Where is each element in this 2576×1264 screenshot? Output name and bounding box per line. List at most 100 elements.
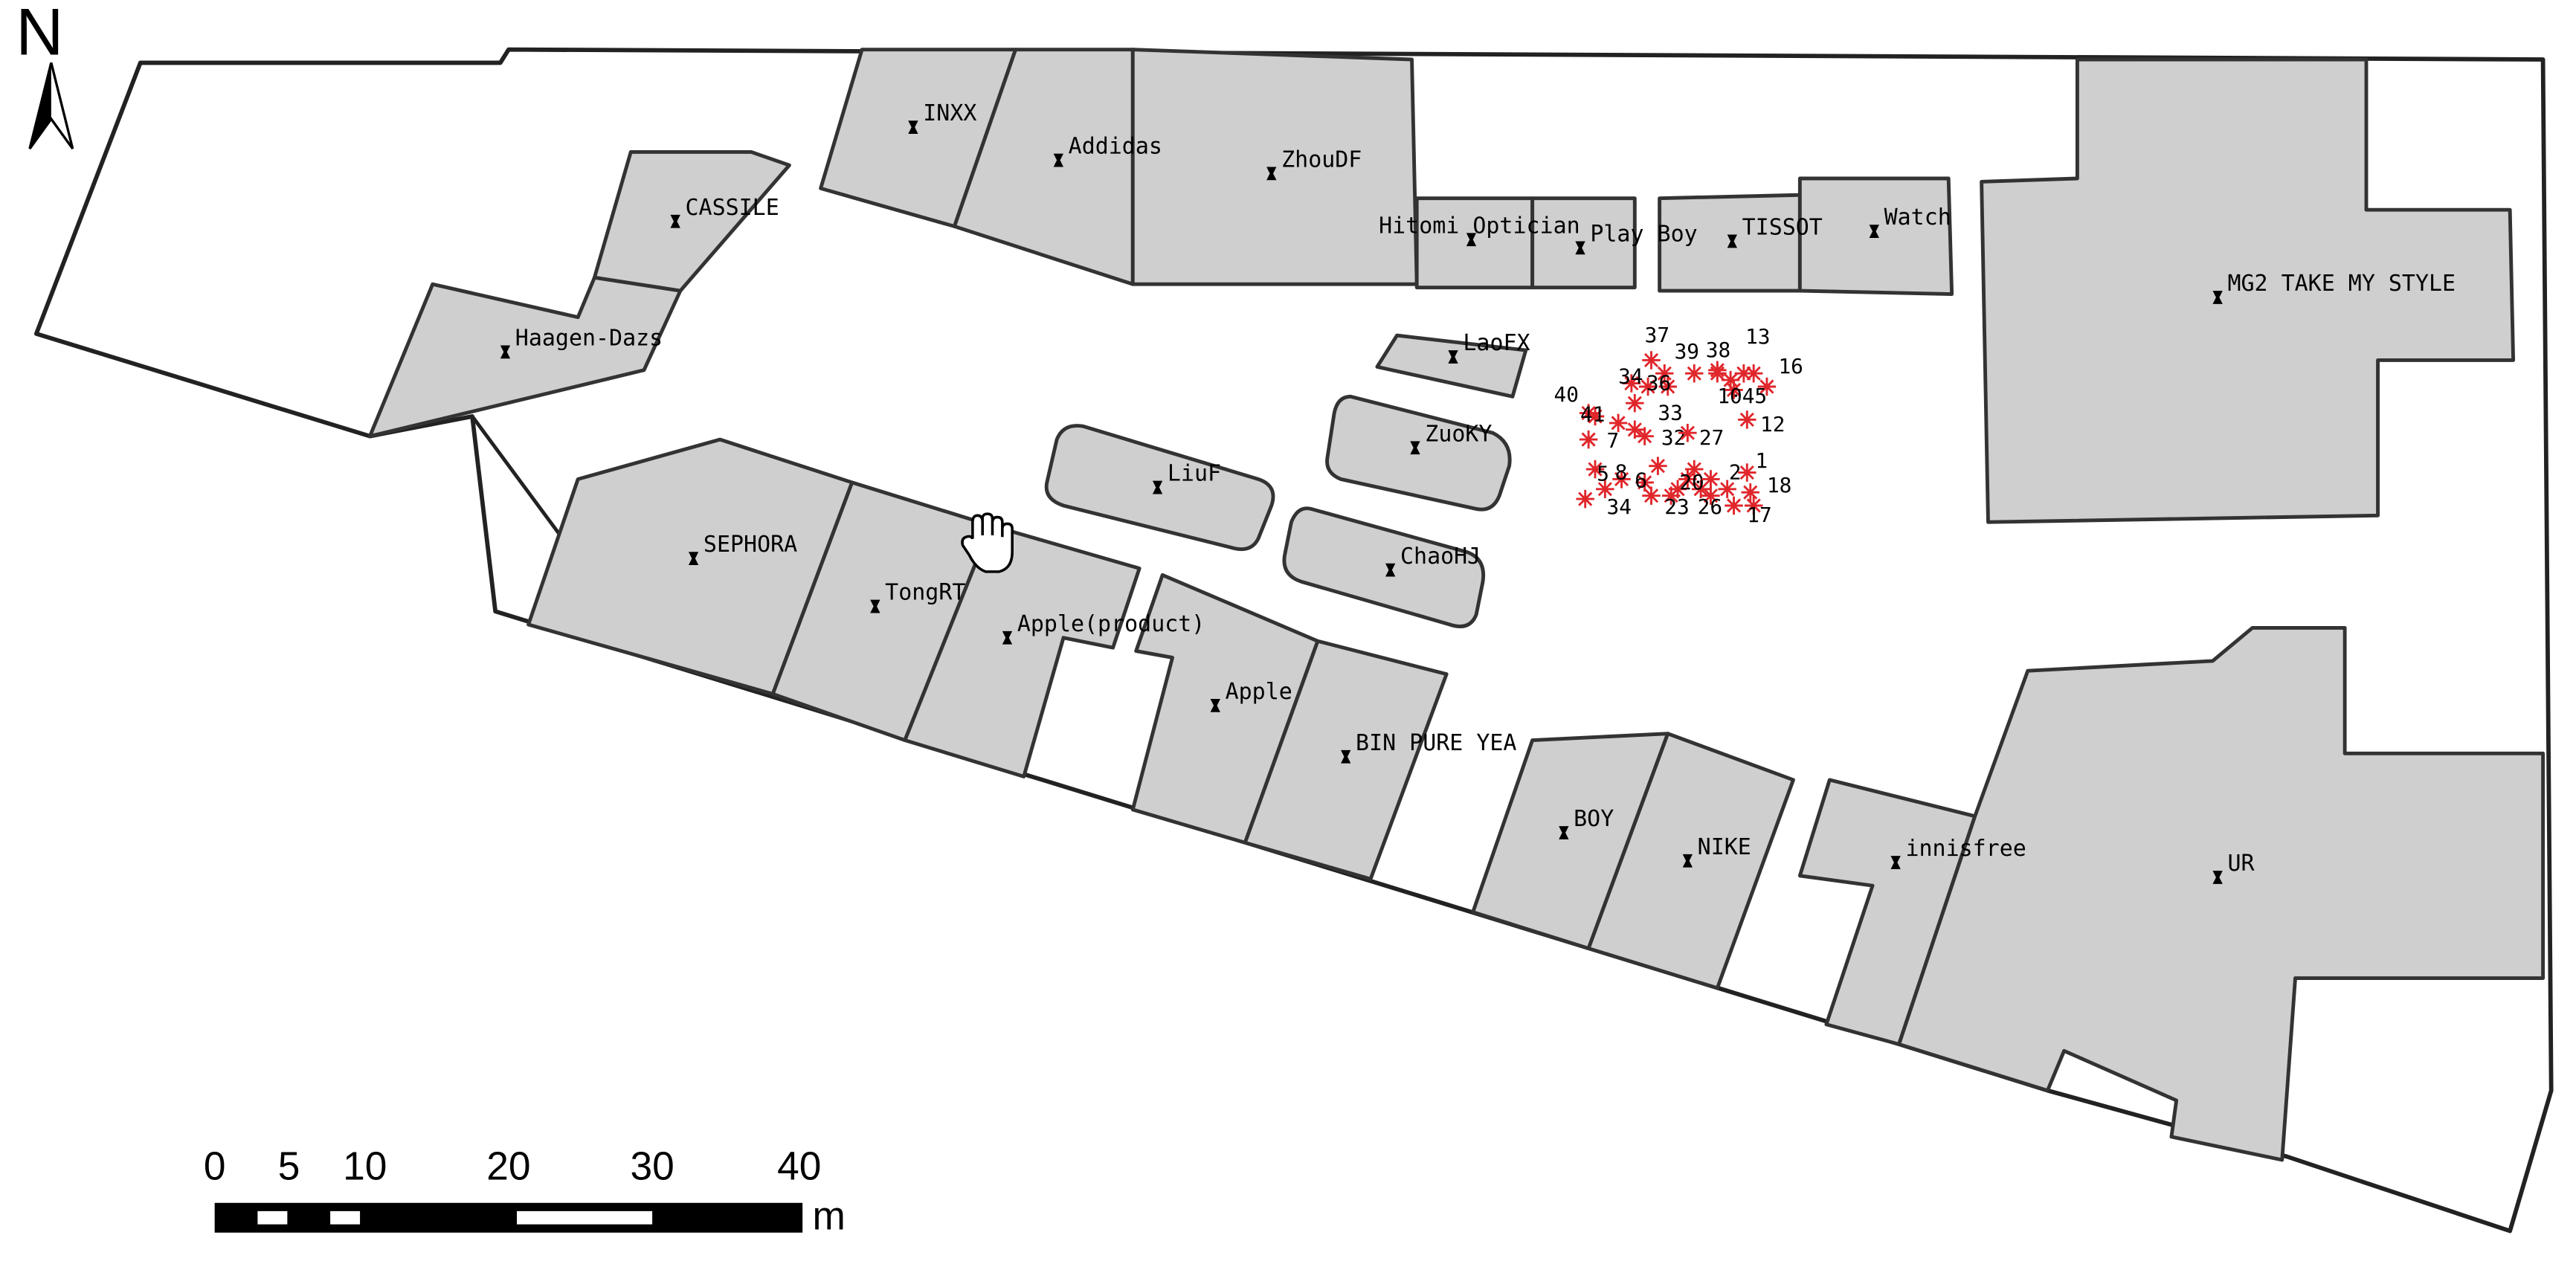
chaohj-label: ChaoHJ xyxy=(1400,544,1481,570)
sample-point-label: 27 xyxy=(1699,425,1724,450)
sample-point-marker xyxy=(1576,489,1594,509)
sample-point-marker xyxy=(1585,460,1605,479)
sample-point-label: 18 xyxy=(1767,473,1791,497)
sample-point-label: 37 xyxy=(1645,323,1669,347)
sephora-label: SEPHORA xyxy=(703,532,797,558)
sample-point-marker xyxy=(1685,364,1704,383)
scale-tick-label: 10 xyxy=(343,1145,387,1189)
sample-point-marker xyxy=(1661,486,1681,505)
shop-liuf[interactable] xyxy=(1044,424,1275,552)
sample-point-marker xyxy=(1678,470,1697,488)
sample-point-marker xyxy=(1626,420,1644,439)
tissot-pin-icon xyxy=(1727,234,1737,248)
sample-point-marker xyxy=(1678,424,1697,442)
ur-label: UR xyxy=(2227,851,2255,877)
binpure-pin-icon xyxy=(1341,749,1351,764)
scale-bar-seg-2 xyxy=(330,1210,361,1225)
mg2-label: MG2 TAKE MY STYLE xyxy=(2227,271,2456,297)
north-arrow: N xyxy=(16,0,74,149)
sample-point-label: 8 xyxy=(1615,460,1628,484)
sample-point-marker xyxy=(1612,470,1631,488)
sample-point-marker xyxy=(1642,351,1661,370)
north-label: N xyxy=(16,0,63,68)
sample-point-marker xyxy=(1718,480,1736,498)
shop-chaohj[interactable] xyxy=(1282,506,1486,628)
binpure-label: BIN PURE YEA xyxy=(1356,730,1516,756)
watch-label: Watch xyxy=(1884,204,1951,230)
sample-point-label: 36 xyxy=(1646,370,1671,395)
scale-unit: m xyxy=(812,1194,845,1238)
shop-ur[interactable] xyxy=(1897,626,2546,1162)
ur-pin-icon xyxy=(2212,871,2223,884)
hand-cursor-icon xyxy=(961,512,1014,573)
sample-point-marker xyxy=(1757,377,1777,396)
chaohj-pin-icon xyxy=(1385,563,1396,577)
tissot-label: TISSOT xyxy=(1742,215,1823,241)
scale-tick-label: 20 xyxy=(486,1145,530,1189)
sample-point-label: 38 xyxy=(1706,338,1730,362)
sephora-pin-icon xyxy=(688,552,699,565)
inxx-pin-icon xyxy=(908,120,918,134)
sample-point-marker xyxy=(1725,496,1743,515)
sample-point-label: 7 xyxy=(1607,428,1620,453)
hitomi-pin-icon xyxy=(1466,233,1477,247)
outline-connector-line xyxy=(471,415,563,538)
appleproduct-label: Apple(product) xyxy=(1017,611,1205,637)
innisfree-pin-icon xyxy=(1890,856,1901,869)
sample-point-label: 33 xyxy=(1658,400,1682,425)
zuoky-pin-icon xyxy=(1410,441,1420,455)
liuf-pin-icon xyxy=(1152,480,1163,494)
sample-point-label: 5 xyxy=(1597,462,1609,486)
sample-point-label: 2 xyxy=(1729,460,1742,484)
laofx-label: LaoFX xyxy=(1463,330,1530,356)
sample-point-label: 16 xyxy=(1778,354,1803,378)
apple-pin-icon xyxy=(1210,699,1220,712)
sample-point-marker xyxy=(1655,364,1674,383)
innisfree-label: innisfree xyxy=(1905,836,2026,862)
sample-point-marker xyxy=(1744,496,1763,515)
boy-label: BOY xyxy=(1574,806,1614,832)
cassile-label: CASSILE xyxy=(686,195,779,221)
sample-point-marker xyxy=(1701,486,1720,505)
shop-nike[interactable] xyxy=(1586,732,1795,990)
scale-tick-label: 5 xyxy=(278,1145,300,1189)
sample-point-marker xyxy=(1626,394,1644,413)
tongrt-label: TongRT xyxy=(885,580,965,606)
sample-point-marker xyxy=(1579,430,1598,449)
apple-label: Apple xyxy=(1226,679,1292,705)
shop-haagen[interactable] xyxy=(367,275,683,439)
shop-mg2[interactable] xyxy=(1980,57,2516,524)
sample-point-marker xyxy=(1585,407,1605,426)
playboy-label: Play Boy xyxy=(1590,221,1697,247)
shop-laofx[interactable] xyxy=(1375,333,1528,399)
cassile-pin-icon xyxy=(670,214,680,228)
hitomi-label: Hitomi Optician xyxy=(1379,213,1580,239)
sample-point-label: 1 xyxy=(1755,448,1768,473)
haagen-pin-icon xyxy=(500,345,511,359)
sample-point-marker xyxy=(1738,410,1756,429)
sample-point-marker xyxy=(1685,460,1704,479)
sample-point-label: 41 xyxy=(1580,402,1605,427)
sample-point-label: 23 xyxy=(1664,494,1689,519)
sample-point-marker xyxy=(1744,364,1763,383)
sample-point-marker xyxy=(1649,457,1667,475)
watch-pin-icon xyxy=(1869,225,1879,238)
laofx-pin-icon xyxy=(1448,350,1458,364)
sample-point-marker xyxy=(1638,377,1658,396)
mg2-pin-icon xyxy=(2212,291,2223,304)
sample-point-marker xyxy=(1725,381,1743,399)
scale-bar-seg-1 xyxy=(257,1210,288,1225)
sample-point-marker xyxy=(1596,480,1614,498)
sample-point-label: 39 xyxy=(1675,339,1699,364)
shop-cassile[interactable] xyxy=(592,150,791,293)
sample-point-label: 40 xyxy=(1554,382,1579,407)
shop-appleproduct[interactable] xyxy=(903,523,1142,778)
tongrt-pin-icon xyxy=(870,599,880,613)
sample-point-label: 34 xyxy=(1607,494,1632,519)
liuf-label: LiuF xyxy=(1168,461,1221,487)
sample-point-marker xyxy=(1642,486,1661,505)
inxx-label: INXX xyxy=(923,100,976,126)
sample-point-label: 13 xyxy=(1745,324,1770,349)
